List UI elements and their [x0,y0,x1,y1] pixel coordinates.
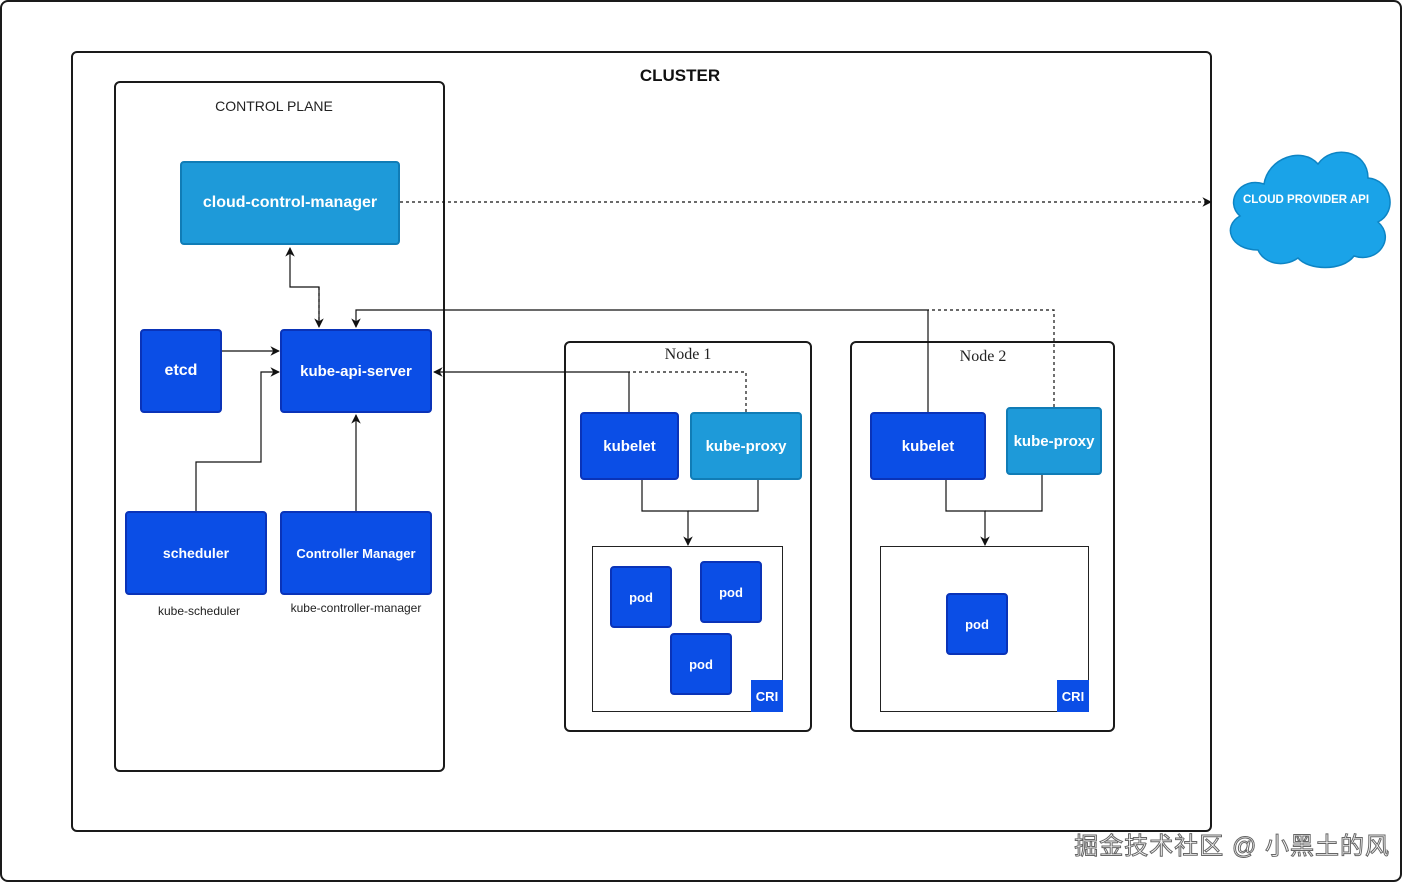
scheduler-to-api-arrow [195,367,280,511]
node1-pod-3-label: pod [689,656,713,672]
node2-proxy-to-runtime [985,475,1043,512]
node1-pod-2[interactable]: pod [700,561,762,623]
controller-manager-label: Controller Manager [296,545,416,561]
node1-title: Node 1 [664,346,712,363]
node1-proxy-to-runtime [688,480,759,512]
cluster-frame [71,51,1212,832]
node1-kubelet-to-api-arrow [433,367,630,412]
node2-cri-badge: CRI [1057,680,1089,712]
node1-proxy-to-api-dashed [629,371,747,412]
scheduler-label: scheduler [162,545,230,561]
node2-pod-1[interactable]: pod [946,593,1008,655]
node2-kube-proxy-box[interactable]: kube-proxy [1006,407,1102,475]
control-plane-title: CONTROL PLANE [215,98,333,114]
controller-manager-box[interactable]: Controller Manager [280,511,432,595]
kube-api-server-label: kube-api-server [300,362,412,380]
node1-pod-3[interactable]: pod [670,633,732,695]
node2-title: Node 2 [959,348,1007,365]
scheduler-caption: kube-scheduler [157,604,241,618]
etcd-label: etcd [164,362,198,379]
node2-kubelet-box[interactable]: kubelet [870,412,986,480]
node2-kube-proxy-label: kube-proxy [1013,432,1095,450]
node1-kube-proxy-box[interactable]: kube-proxy [690,412,802,480]
node1-cri-badge: CRI [751,680,783,712]
api-ccm-arrow [285,247,324,328]
node2-frame [850,341,1115,732]
cluster-title: CLUSTER [639,66,721,85]
watermark-text: 掘金技术社区 @ 小黑土的风 [1074,833,1390,861]
node1-pod-1-label: pod [629,589,653,605]
node2-pod-1-label: pod [965,616,989,632]
cloud-icon [1229,151,1391,269]
node1-frame [564,341,812,732]
node2-to-runtime-arrow [945,480,990,546]
node1-kube-proxy-label: kube-proxy [705,437,787,455]
node1-kubelet-box[interactable]: kubelet [580,412,679,480]
node1-pod-2-label: pod [719,584,743,600]
cloud-control-manager-box[interactable]: cloud-control-manager [180,161,400,245]
control-plane-frame [114,81,445,772]
node2-kubelet-label: kubelet [901,437,955,455]
cloud-provider-label: CLOUD PROVIDER API [1242,194,1370,206]
etcd-box[interactable]: etcd [140,329,222,413]
node2-kubelet-to-api-arrow [351,309,929,412]
controller-manager-caption: kube-controller-manager [290,601,422,615]
node1-kubelet-label: kubelet [603,437,656,455]
node2-proxy-to-api-dashed [928,309,1055,407]
cloud-provider-shape [1229,151,1391,269]
kube-api-server-box[interactable]: kube-api-server [280,329,432,413]
scheduler-box[interactable]: scheduler [125,511,267,595]
node1-to-runtime-arrow [641,480,693,546]
node1-pod-1[interactable]: pod [610,566,672,628]
cloud-control-manager-label: cloud-control-manager [202,194,378,211]
